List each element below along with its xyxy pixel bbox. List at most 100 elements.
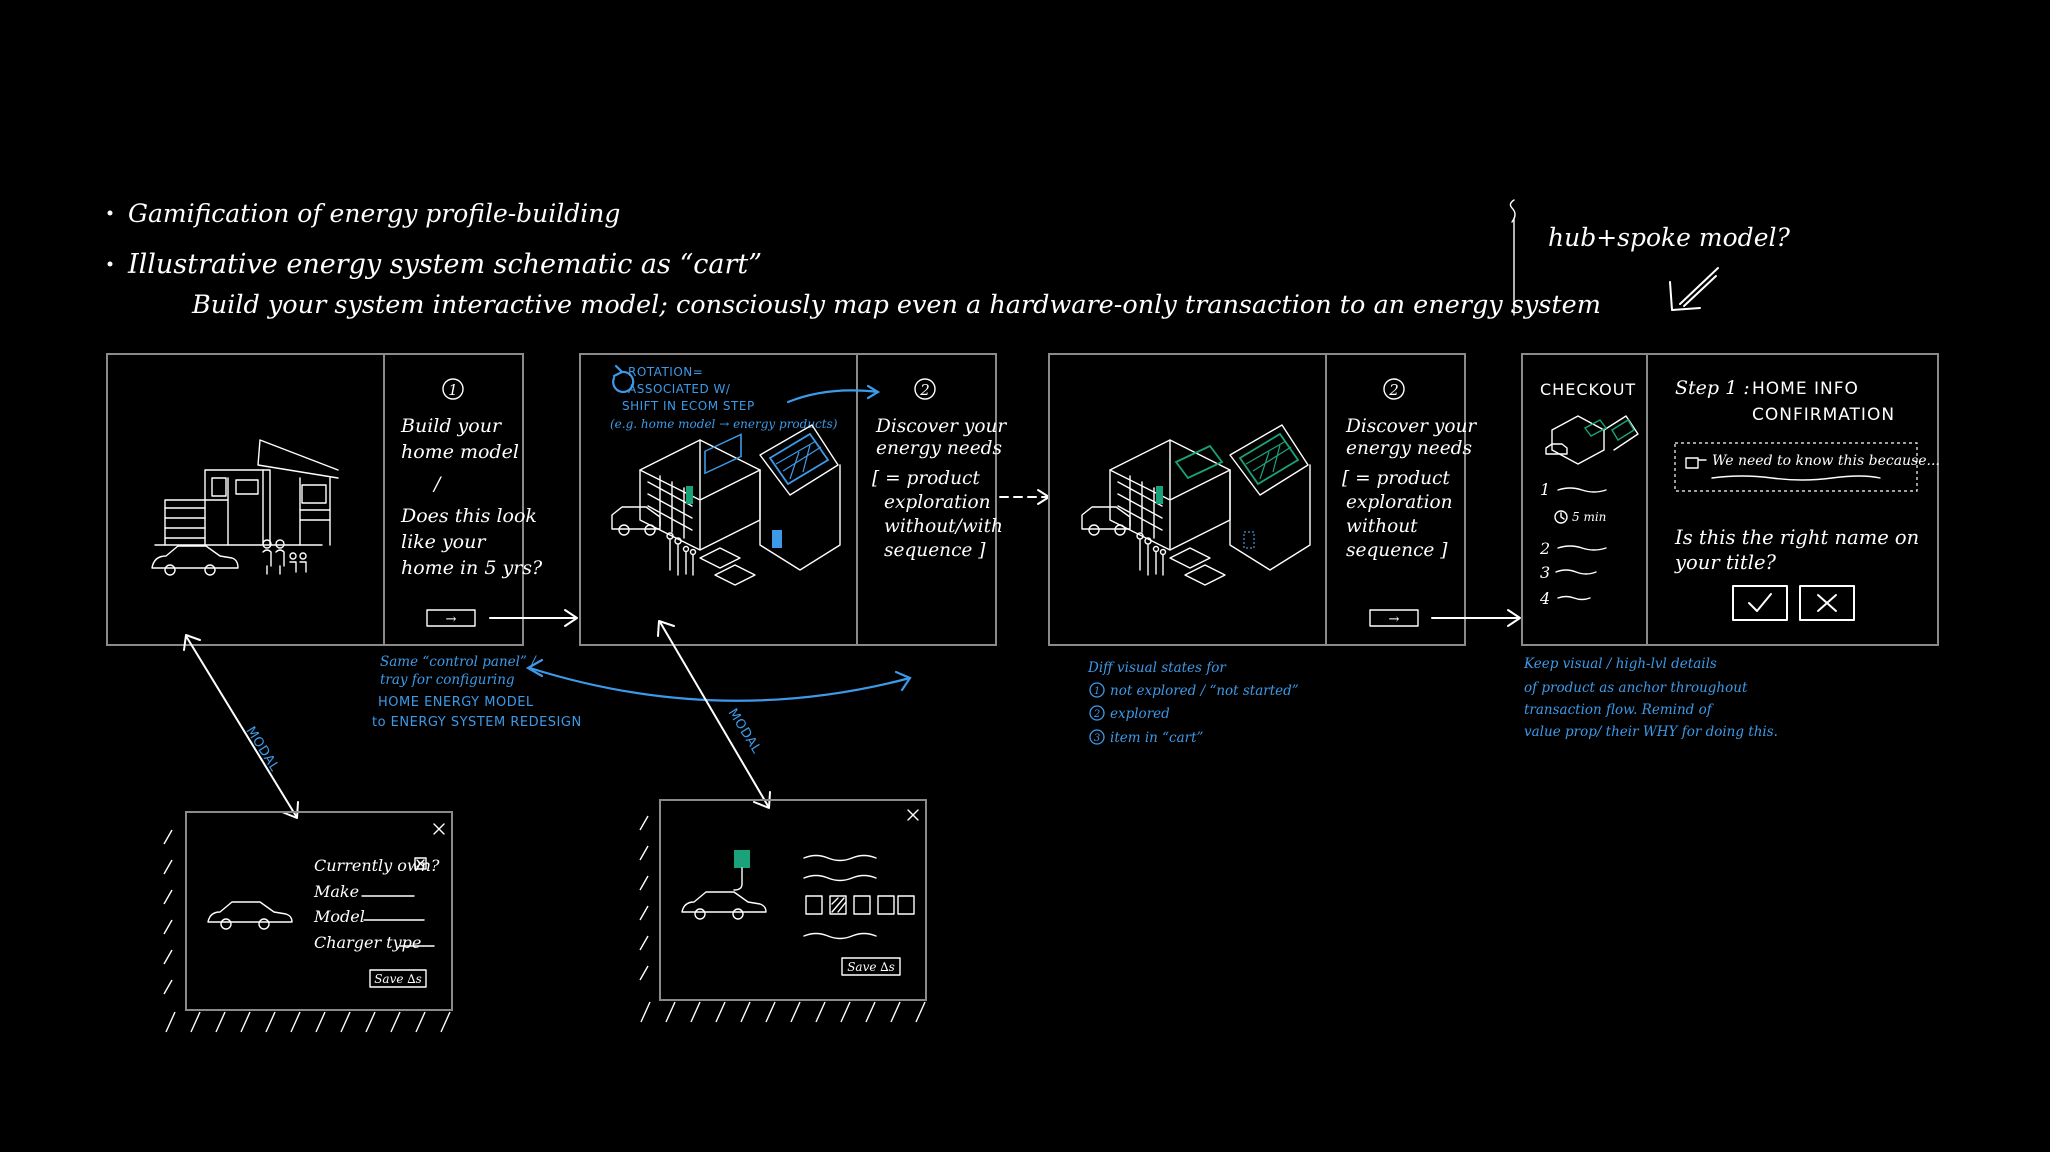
checkbox-checked[interactable]	[414, 857, 427, 870]
rotation-note-line: ROTATION=	[628, 365, 703, 379]
modal-vehicle-details: Currently own? Make Model Charger type S…	[163, 811, 453, 1033]
rotation-note-example: (e.g. home model → energy products)	[610, 417, 838, 431]
annotation-line: item in “cart”	[1110, 730, 1204, 746]
field-label: Charger type	[314, 933, 421, 952]
state-badge	[1089, 729, 1105, 745]
checkout-title: CHECKOUT	[1540, 380, 1636, 399]
bullet-dot	[107, 210, 113, 216]
arrowhead	[894, 670, 912, 692]
callout-squiggle	[1711, 475, 1881, 481]
panel-text-line: /	[432, 473, 442, 495]
step-number: 1	[448, 381, 458, 399]
panel-text-line: Does this look	[400, 505, 537, 527]
notes: Gamification of energy profile-building …	[107, 199, 1790, 320]
panel-frame	[579, 353, 997, 646]
annotation-line: of product as anchor throughout	[1524, 680, 1748, 696]
panel-text-line: home model	[401, 441, 519, 463]
step-squiggle	[1557, 545, 1607, 551]
car-sketch	[681, 891, 767, 920]
step-heading: CONFIRMATION	[1752, 405, 1895, 425]
panel-text-line: Build your	[400, 415, 503, 437]
panel-text-line: without/with	[884, 516, 1003, 537]
text-squiggle	[803, 932, 877, 940]
side-question: hub+spoke model?	[1548, 223, 1790, 252]
checkout-step-number: 4	[1539, 589, 1550, 608]
modal-shadow-hatch	[163, 829, 451, 1033]
state-badge	[1089, 682, 1105, 698]
next-button-label: →	[446, 612, 457, 627]
panel-text-line: [ = product	[872, 468, 980, 489]
annotation-line: Keep visual / high-lvl details	[1523, 656, 1717, 672]
next-button[interactable]: →	[426, 609, 476, 627]
confirm-yes-button[interactable]	[1732, 585, 1788, 621]
step-squiggle	[1557, 487, 1607, 493]
brace-mark	[1509, 199, 1516, 316]
step-badge	[1383, 378, 1405, 400]
svg-text:2: 2	[1093, 709, 1100, 720]
car-sketch	[611, 506, 661, 536]
svg-text:3: 3	[1094, 733, 1100, 744]
pointing-hand-icon	[1685, 457, 1707, 469]
annotation-line: explored	[1110, 706, 1170, 722]
check-icon	[1748, 593, 1772, 612]
bullet-dot	[107, 261, 113, 267]
checkout-step-number: 1	[1540, 480, 1550, 499]
state-badge	[1089, 705, 1105, 721]
panel-build-home: 1 Build your home model / Does this look…	[106, 353, 543, 646]
annotation-line: transaction flow. Remind of	[1524, 702, 1714, 718]
next-button-label: →	[1389, 612, 1400, 627]
flow-arrow-dashed	[999, 489, 1050, 505]
family-sketch	[1136, 532, 1167, 576]
rotation-note-line: SHIFT IN ECOM STEP	[622, 399, 755, 413]
step-squiggle	[1557, 595, 1591, 601]
confirm-question: your title?	[1674, 551, 1777, 574]
note-bullet-1: Gamification of energy profile-building	[128, 199, 620, 228]
car-sketch	[1081, 506, 1131, 536]
annotation-line: Diff visual states for	[1087, 660, 1227, 676]
panel-text-line: [ = product	[1342, 468, 1450, 489]
panel-text-line: like your	[401, 531, 487, 553]
panel-frame	[106, 353, 524, 646]
panel-text-line: exploration	[884, 492, 991, 513]
charger-icon	[734, 850, 750, 868]
annotation-arrow	[786, 384, 881, 404]
panel-text-line: sequence ]	[884, 540, 986, 561]
modal-link-1: MODAL	[183, 634, 299, 819]
panel-text-line: sequence ]	[1346, 540, 1448, 561]
car-sketch	[151, 545, 239, 576]
arrow-down-left-icon	[1669, 267, 1719, 311]
field-label: Currently own?	[314, 856, 440, 875]
close-icon[interactable]	[433, 823, 445, 835]
next-button[interactable]: →	[1369, 609, 1419, 627]
flow-arrow	[489, 609, 578, 627]
panel-text-line: energy needs	[1346, 438, 1472, 459]
save-button[interactable]: Save ∆s	[369, 969, 427, 988]
annotation-line: HOME ENERGY MODEL	[378, 695, 534, 710]
mini-house-sketch	[1545, 415, 1639, 465]
panel-text-line: exploration	[1346, 492, 1453, 513]
close-icon[interactable]	[907, 809, 919, 821]
modal-charger-options: Save ∆s	[639, 799, 927, 1023]
annotation-line: tray for configuring	[380, 672, 515, 688]
modal-frame	[185, 811, 453, 1011]
confirm-no-button[interactable]	[1799, 585, 1855, 621]
close-icon	[1817, 594, 1837, 612]
modal-label: MODAL	[243, 724, 282, 774]
flow-arrow	[1431, 609, 1521, 627]
modal-label: MODAL	[725, 706, 764, 756]
step-badge	[442, 378, 464, 400]
callout-box	[1674, 442, 1918, 492]
clock-icon	[1554, 510, 1568, 524]
save-button[interactable]: Save ∆s	[841, 957, 901, 976]
panel-frame	[1048, 353, 1466, 646]
panel-text-line: home in 5 yrs?	[401, 557, 543, 579]
panel-text-line: without	[1346, 516, 1418, 537]
option-tiles[interactable]	[805, 895, 915, 915]
field-label: Make	[313, 882, 359, 901]
annotation-line: not explored / “not started”	[1110, 683, 1299, 699]
panel-frame	[1521, 353, 1939, 646]
confirm-question: Is this the right name on	[1674, 526, 1919, 549]
charger-cable	[733, 867, 743, 891]
checkout-step-number: 3	[1540, 563, 1550, 582]
isometric-house-sketch	[1109, 424, 1311, 586]
